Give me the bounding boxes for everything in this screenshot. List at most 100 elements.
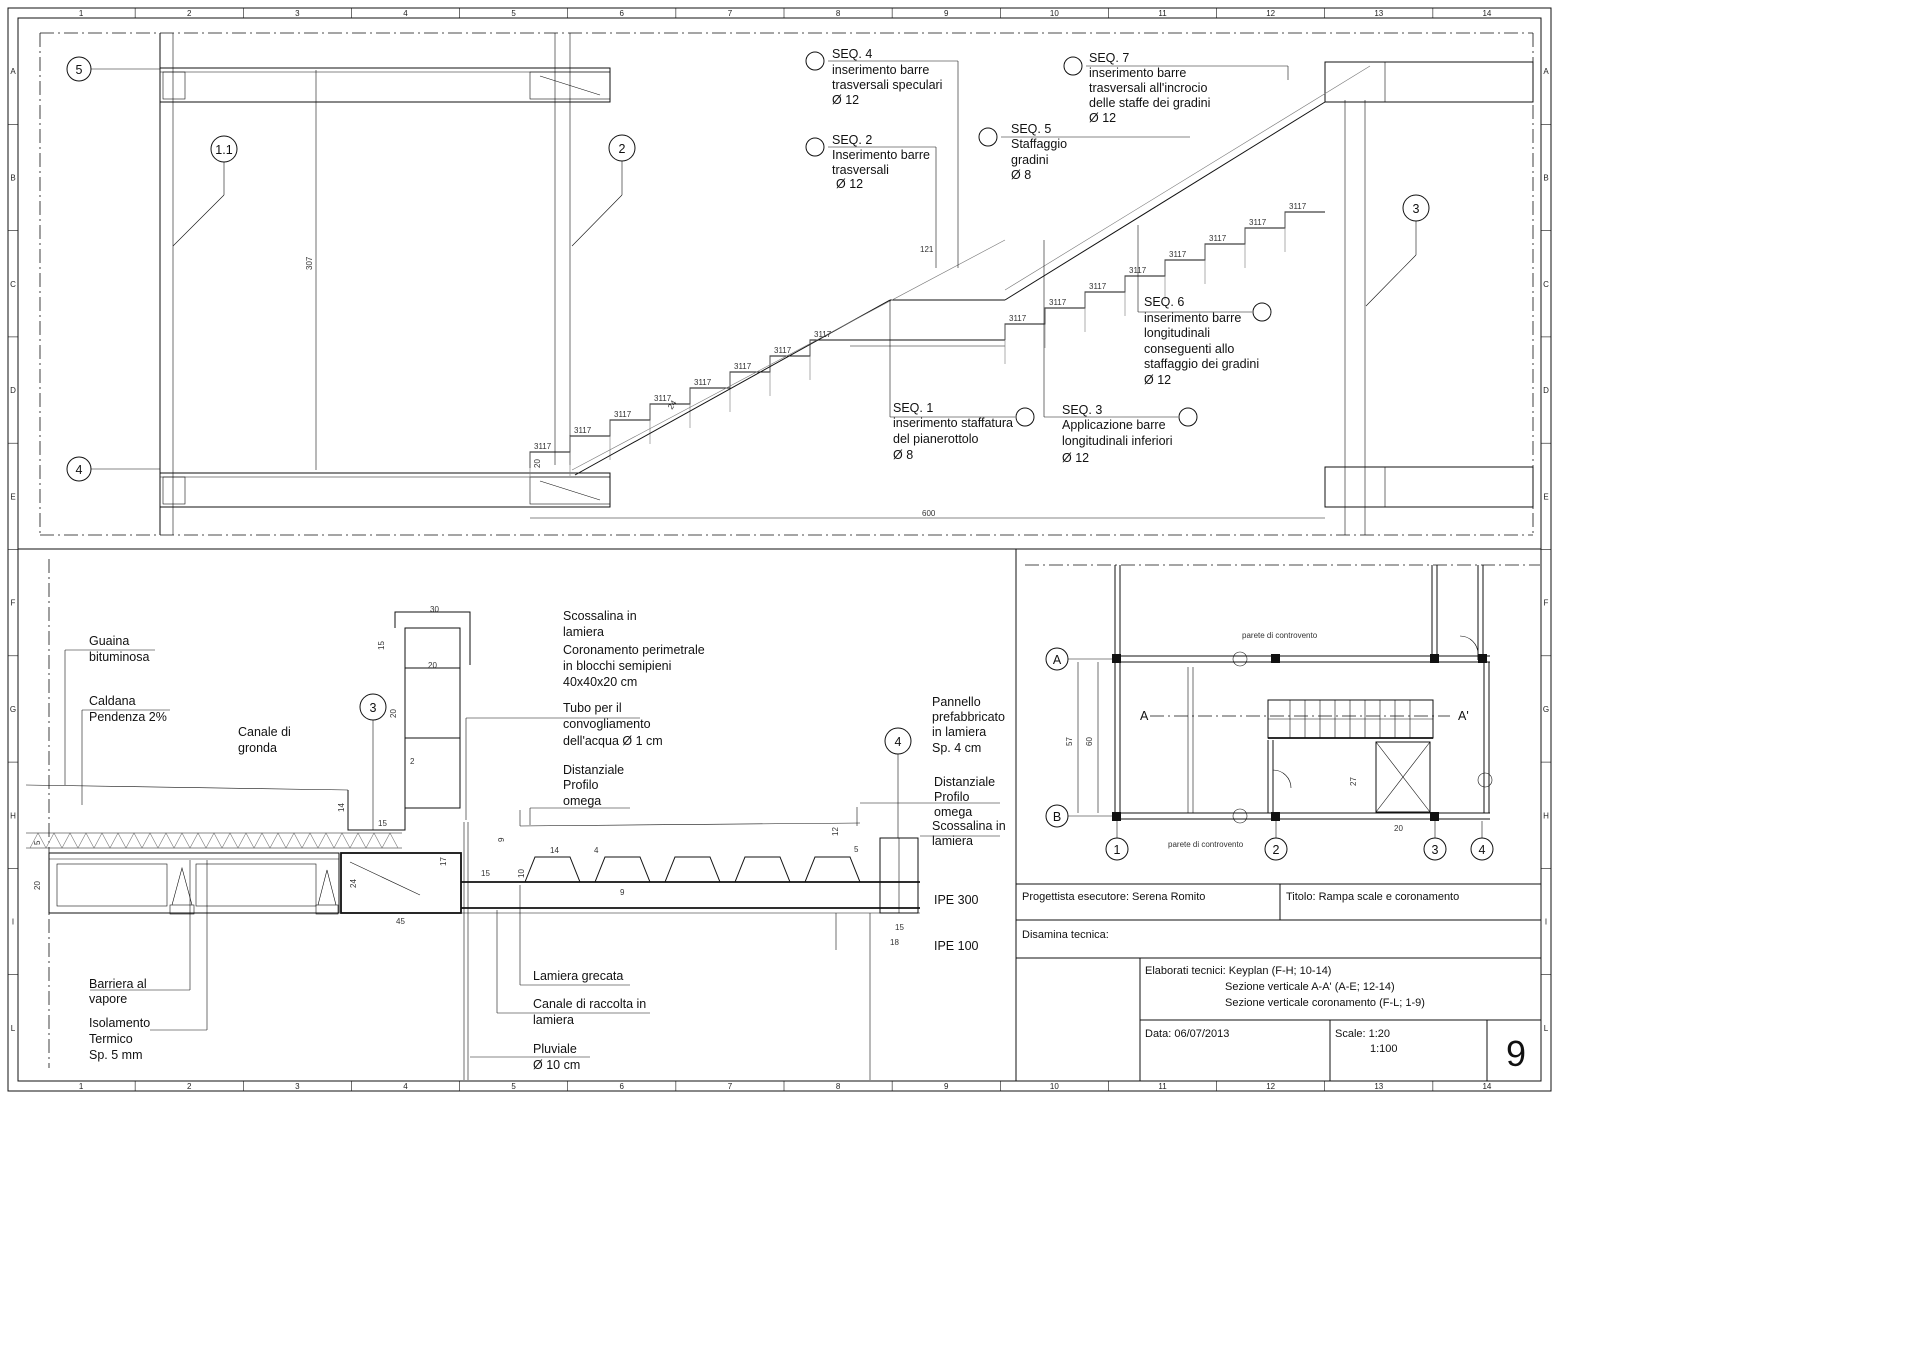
svg-text:40x40x20 cm: 40x40x20 cm (563, 675, 637, 689)
svg-text:14: 14 (550, 846, 559, 855)
step-dim-label: 3117 (1089, 282, 1107, 291)
svg-text:1.1: 1.1 (215, 143, 232, 157)
svg-text:20: 20 (428, 661, 437, 670)
svg-text:SEQ. 3: SEQ. 3 (1062, 403, 1102, 417)
stair-profile: 3117311731173117311731173117311731173117… (529, 65, 1371, 492)
border-row-label-left: H (10, 811, 16, 820)
svg-text:del pianerottolo: del pianerottolo (893, 432, 979, 446)
svg-text:Scossalina in: Scossalina in (563, 609, 637, 623)
svg-text:20: 20 (1394, 824, 1403, 833)
svg-text:SEQ. 7: SEQ. 7 (1089, 51, 1129, 65)
svg-text:Ø 10 cm: Ø 10 cm (533, 1058, 580, 1072)
label-canale-gronda: Canale di gronda (238, 725, 291, 755)
axis-marker-4: 4 (66, 456, 160, 482)
border-col-label-bottom: 4 (403, 1082, 408, 1091)
svg-text:convogliamento: convogliamento (563, 717, 651, 731)
scale-field-1: Scale: 1:20 (1335, 1028, 1390, 1040)
detail-axis-marker-4: 4 (884, 727, 912, 838)
border-row-label-left: E (10, 492, 15, 501)
svg-text:9: 9 (620, 888, 625, 897)
border-col-label-top: 8 (836, 9, 841, 18)
svg-text:omega: omega (563, 794, 601, 808)
svg-text:Ø 8: Ø 8 (893, 448, 913, 462)
seq-3-callout: SEQ. 3 Applicazione barre longitudinali … (1043, 240, 1198, 465)
svg-text:gradini: gradini (1011, 153, 1049, 167)
svg-text:30: 30 (430, 605, 439, 614)
border-col-label-bottom: 8 (836, 1082, 841, 1091)
label-distanziale-1: Distanziale Profilo omega (529, 763, 630, 825)
svg-text:Canale di raccolta in: Canale di raccolta in (533, 997, 646, 1011)
svg-text:27: 27 (1349, 777, 1358, 786)
svg-text:17: 17 (439, 857, 448, 866)
step-dim-label: 3117 (534, 442, 552, 451)
svg-text:Barriera al: Barriera al (89, 977, 147, 991)
border-row-label-left: B (10, 173, 15, 182)
technical-review-field: Disamina tecnica: (1022, 929, 1109, 941)
svg-text:gronda: gronda (238, 741, 277, 755)
axis-marker-2: 2 (571, 134, 636, 247)
svg-text:conseguenti allo: conseguenti allo (1144, 342, 1234, 356)
seq-5-callout: SEQ. 5 Staffaggio gradini Ø 8 (978, 122, 1190, 182)
border-col-label-bottom: 13 (1374, 1082, 1383, 1091)
svg-text:SEQ. 5: SEQ. 5 (1011, 122, 1051, 136)
bracing-wall-label-bottom: parete di controvento (1168, 840, 1244, 849)
border-row-label-right: I (1545, 918, 1547, 927)
svg-text:15: 15 (481, 869, 490, 878)
border-col-label-top: 11 (1158, 9, 1167, 18)
svg-text:lamiera: lamiera (533, 1013, 574, 1027)
svg-text:15: 15 (895, 923, 904, 932)
border-row-label-left: F (11, 599, 16, 608)
step-dim-label: 3117 (654, 394, 672, 403)
border-col-label-top: 2 (187, 9, 192, 18)
svg-text:4: 4 (594, 846, 599, 855)
svg-text:lamiera: lamiera (932, 834, 973, 848)
border-row-label-left: G (10, 705, 16, 714)
border-row-label-left: D (10, 386, 16, 395)
svg-text:SEQ. 2: SEQ. 2 (832, 133, 872, 147)
longitudinal-rebar-upper (1004, 65, 1371, 291)
border-col-label-bottom: 5 (511, 1082, 516, 1091)
svg-text:2: 2 (619, 142, 626, 156)
label-coronamento: Coronamento perimetrale in blocchi semip… (563, 643, 705, 689)
border-row-label-right: C (1543, 280, 1549, 289)
border-col-label-top: 12 (1266, 9, 1275, 18)
svg-text:Scossalina in: Scossalina in (932, 819, 1006, 833)
svg-text:Isolamento: Isolamento (89, 1016, 150, 1030)
svg-text:5: 5 (854, 845, 859, 854)
keyplan: A A' parete di controvento parete di con… (1025, 564, 1540, 849)
svg-text:trasversali speculari: trasversali speculari (832, 78, 942, 92)
svg-text:2: 2 (1273, 843, 1280, 857)
border-col-label-bottom: 11 (1158, 1082, 1167, 1091)
svg-text:dell'acqua Ø 1 cm: dell'acqua Ø 1 cm (563, 734, 663, 748)
svg-text:3: 3 (1432, 843, 1439, 857)
svg-text:Ø 12: Ø 12 (1062, 451, 1089, 465)
dim-landing: 121 (920, 245, 934, 254)
svg-text:3: 3 (1413, 202, 1420, 216)
border-row-label-right: D (1543, 386, 1549, 395)
svg-text:Distanziale: Distanziale (934, 775, 995, 789)
svg-text:omega: omega (934, 805, 972, 819)
drawings-field-2: Sezione verticale A-A' (A-E; 12-14) (1225, 981, 1395, 993)
svg-text:Pannello: Pannello (932, 695, 981, 709)
svg-text:A: A (1053, 653, 1062, 667)
label-ipe300: IPE 300 (934, 893, 979, 907)
border-col-label-top: 14 (1482, 9, 1491, 18)
border-row-label-left: I (12, 918, 14, 927)
border-col-label-top: 10 (1050, 9, 1059, 18)
svg-text:Sp. 5 mm: Sp. 5 mm (89, 1048, 143, 1062)
designer-field: Progettista esecutore: Serena Romito (1022, 891, 1205, 903)
longitudinal-rebar (571, 239, 1006, 471)
label-barriera: Barriera al vapore (89, 860, 191, 1006)
keyplan-row-marker-a: A (1045, 647, 1112, 671)
border-col-label-top: 4 (403, 9, 408, 18)
border-col-label-bottom: 14 (1482, 1082, 1491, 1091)
border-col-label-bottom: 10 (1050, 1082, 1059, 1091)
svg-text:Ø 12: Ø 12 (836, 177, 863, 191)
step-dim-label: 3117 (814, 330, 832, 339)
label-lamiera-grecata: Lamiera grecata (519, 885, 630, 986)
seq-4-callout: SEQ. 4 inserimento barre trasversali spe… (805, 47, 959, 268)
svg-text:Applicazione barre: Applicazione barre (1062, 418, 1166, 432)
label-isolamento: Isolamento Termico Sp. 5 mm (89, 860, 208, 1062)
